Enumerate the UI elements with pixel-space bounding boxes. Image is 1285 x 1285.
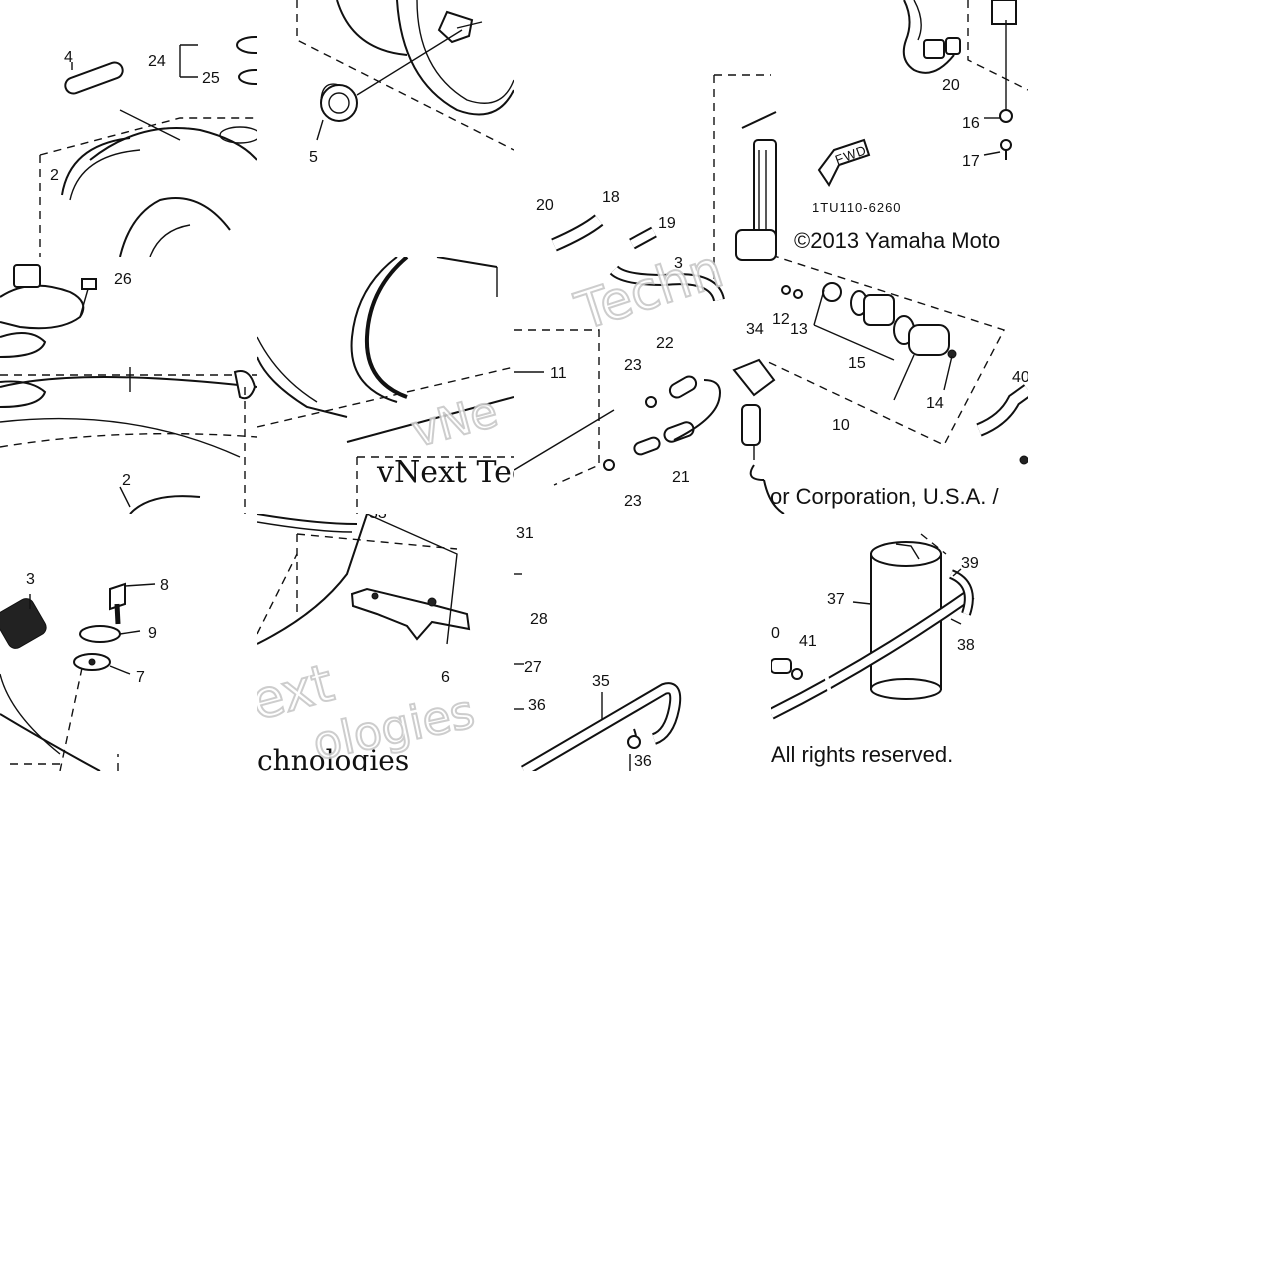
tile-drawing: 33 6 ext chnologies ologies — [257, 514, 480, 771]
tile-drawing: 28 27 36 35 36 31 — [514, 525, 682, 771]
callout-label: 17 — [962, 153, 980, 170]
callout-label: 37 — [827, 591, 845, 608]
diagram-tile-bottom-middle: 33 6 ext chnologies ologies — [257, 514, 514, 771]
callout-label: 6 — [441, 669, 450, 686]
tile-drawing: vNext Tec vNe — [257, 257, 514, 514]
diagram-tile-top-left: 4 24 25 2 — [0, 0, 257, 257]
callout-label: 39 — [961, 555, 979, 572]
callout-label: 23 — [624, 357, 642, 374]
watermark-text: vNe — [407, 386, 503, 458]
callout-label: 8 — [160, 577, 169, 594]
callout-label: 28 — [530, 611, 548, 628]
callout-label: 15 — [848, 355, 866, 372]
part-bracket — [350, 587, 471, 641]
watermark-text: Techn — [569, 239, 731, 343]
diagram-tile-fuel-cock: FWD 1TU110-6260 ©2013 Yamaha Moto — [514, 0, 1028, 514]
callout-label: 38 — [957, 637, 975, 654]
callout-label: 22 — [656, 335, 674, 352]
callout-label: 0 — [771, 625, 780, 642]
diagram-tile-top-middle: 5 — [257, 0, 514, 257]
callout-label: 36 — [634, 753, 652, 770]
copyright-line-1: ©2013 Yamaha Moto — [794, 228, 1000, 253]
diagram-tile-canister: 37 39 38 41 0 All rights reserved. — [771, 514, 1028, 771]
watermark-text: vNext Tec — [376, 455, 514, 490]
callout-label: 20 — [942, 77, 960, 94]
callout-label: 33 — [369, 514, 387, 522]
callout-label: 31 — [516, 525, 534, 542]
callout-label: 7 — [136, 669, 145, 686]
diagram-tile-bottom-left: 3 8 9 7 — [0, 514, 257, 771]
copyright-line-3: All rights reserved. — [771, 742, 953, 767]
tile-drawing: FWD 1TU110-6260 ©2013 Yamaha Moto — [514, 0, 1028, 514]
callout-label: 36 — [528, 697, 546, 714]
callout-label: 27 — [524, 659, 542, 676]
callout-label: 24 — [148, 53, 166, 70]
part-number: 1TU110-6260 — [812, 200, 902, 215]
callout-label: 41 — [799, 633, 817, 650]
callout-label: 19 — [658, 215, 676, 232]
callout-label: 2 — [50, 167, 59, 184]
callout-label: 34 — [746, 321, 764, 338]
part-grommet — [64, 61, 124, 95]
callout-label: 2 — [122, 472, 131, 489]
fwd-label: FWD — [833, 142, 869, 167]
callout-label: 16 — [962, 115, 980, 132]
callout-label: 10 — [832, 417, 850, 434]
part-filler-cap — [320, 84, 358, 122]
watermark-text: chnologies — [257, 744, 409, 771]
diagram-tile-middle-left: 26 2 — [0, 257, 257, 514]
callout-label: 9 — [148, 625, 157, 642]
callout-label: 5 — [309, 149, 318, 166]
callout-label: 3 — [674, 255, 683, 272]
copyright-line-2: or Corporation, U.S.A. / — [770, 484, 1000, 509]
tile-drawing: 3 8 9 7 — [0, 571, 169, 771]
callout-label: 14 — [926, 395, 944, 412]
tile-drawing: 37 39 38 41 0 All rights reserved. — [771, 533, 979, 767]
fwd-arrow-icon: FWD — [817, 138, 871, 187]
tile-drawing: 4 24 25 2 — [39, 36, 257, 257]
callout-label: 25 — [202, 70, 220, 87]
diagram-tile-center: vNext Tec vNe — [257, 257, 514, 514]
callout-label: 4 — [64, 49, 73, 66]
callout-label: 18 — [602, 189, 620, 206]
callout-label: 3 — [26, 571, 35, 588]
callout-label: 21 — [672, 469, 690, 486]
tile-drawing: 26 2 — [0, 264, 257, 514]
callout-label: 35 — [592, 673, 610, 690]
tile-drawing: 5 — [296, 0, 514, 166]
callout-label: 20 — [536, 197, 554, 214]
callout-label: 12 — [772, 311, 790, 328]
part-emblem — [0, 598, 47, 649]
callout-label: 11 — [550, 365, 567, 382]
callout-label: 13 — [790, 321, 808, 338]
callout-label: 26 — [114, 271, 132, 288]
diagram-tile-hoses: 28 27 36 35 36 31 — [514, 514, 771, 771]
callout-label: 40 — [1012, 369, 1028, 386]
callout-label: 23 — [624, 493, 642, 510]
